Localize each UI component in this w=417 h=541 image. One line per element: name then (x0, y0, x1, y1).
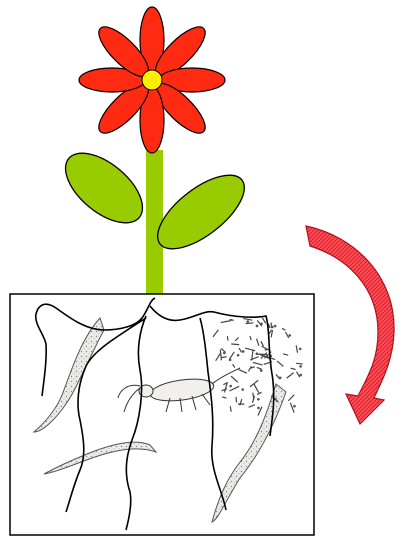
bacterium (246, 320, 249, 323)
bacterium (222, 357, 226, 358)
bacterium (227, 337, 228, 341)
curved-arrow-icon (306, 226, 394, 424)
bacterium (246, 323, 253, 324)
bacterium (260, 322, 263, 325)
bacterium (257, 407, 260, 410)
bacterium (241, 388, 244, 391)
bacterium (297, 363, 303, 364)
flower-icon (79, 7, 225, 153)
bacterium (293, 405, 296, 408)
bacterium (242, 350, 245, 353)
bacterium (274, 325, 277, 328)
flower-center (142, 70, 162, 90)
bacterium (256, 352, 259, 355)
bacterium (229, 385, 232, 388)
bacterium (299, 374, 302, 377)
bacterium (230, 319, 233, 320)
left-leaf (53, 140, 154, 236)
bacterium (232, 344, 239, 345)
bacterium (237, 354, 240, 357)
bacterium (299, 348, 302, 351)
bacterium (256, 325, 259, 328)
bacterium (223, 352, 226, 355)
bacterium (230, 407, 231, 412)
bacterium (279, 377, 282, 380)
bacterium (265, 348, 268, 351)
bacterium (260, 369, 263, 372)
bacterium (274, 398, 277, 401)
bacterium (288, 334, 291, 337)
bacterium (271, 326, 274, 329)
bacterium (299, 365, 302, 368)
bacterium (257, 398, 260, 401)
